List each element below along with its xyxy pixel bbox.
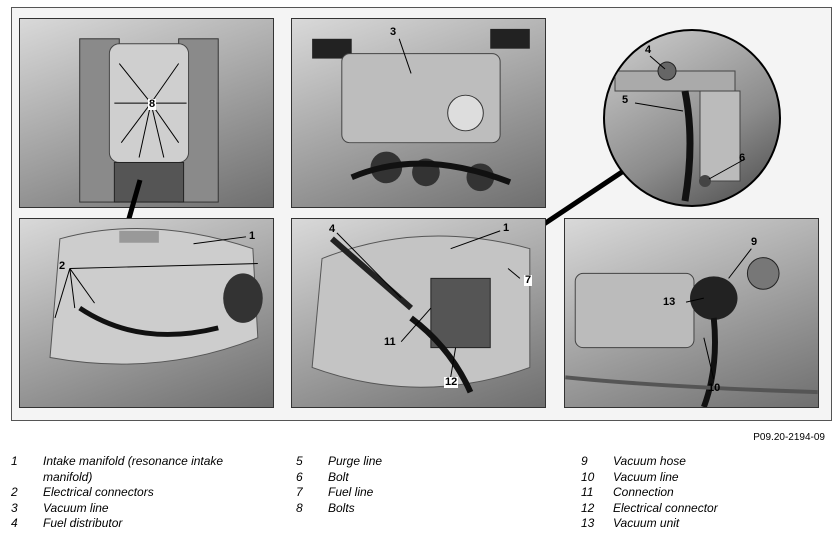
panel-vacuum-unit: 9 13 10 (564, 218, 819, 408)
panel-engine-front-view: 3 (291, 18, 546, 208)
engine-top-view-illustration (79, 38, 219, 203)
vacuum-unit-illustration (565, 248, 818, 407)
panel-intake-manifold: 1 2 (19, 218, 274, 408)
callout-4-detail: 4 (645, 44, 652, 56)
callout-13-bottom-right: 13 (663, 296, 676, 308)
intake-manifold-illustration (49, 228, 263, 365)
panel-engine-top-view: 8 (19, 18, 274, 208)
panel-detail-circle: 4 5 6 (603, 29, 781, 207)
callout-11-bottom-middle: 11 (384, 336, 396, 348)
callout-5-detail: 5 (622, 94, 629, 106)
engine-front-view-illustration (312, 28, 530, 192)
callout-1-bottom-middle: 1 (503, 222, 510, 234)
callout-6-detail: 6 (739, 152, 746, 164)
callout-10-bottom-right: 10 (708, 382, 721, 394)
callout-9-bottom-right: 9 (751, 236, 758, 248)
fuel-distributor-illustration (311, 230, 531, 394)
callout-2-bottom-left: 2 (59, 260, 66, 272)
panel-fuel-distributor: 4 1 7 11 12 (291, 218, 546, 408)
callout-1-bottom-left: 1 (249, 230, 256, 242)
callout-12-bottom-middle: 12 (444, 376, 459, 388)
callout-3: 3 (390, 26, 397, 38)
figure-code: P09.20-2194-09 (753, 432, 825, 443)
callout-7-bottom-middle: 7 (524, 274, 533, 286)
callout-4-bottom-middle: 4 (329, 223, 336, 235)
callout-8: 8 (148, 98, 157, 110)
detail-illustration (614, 55, 746, 202)
